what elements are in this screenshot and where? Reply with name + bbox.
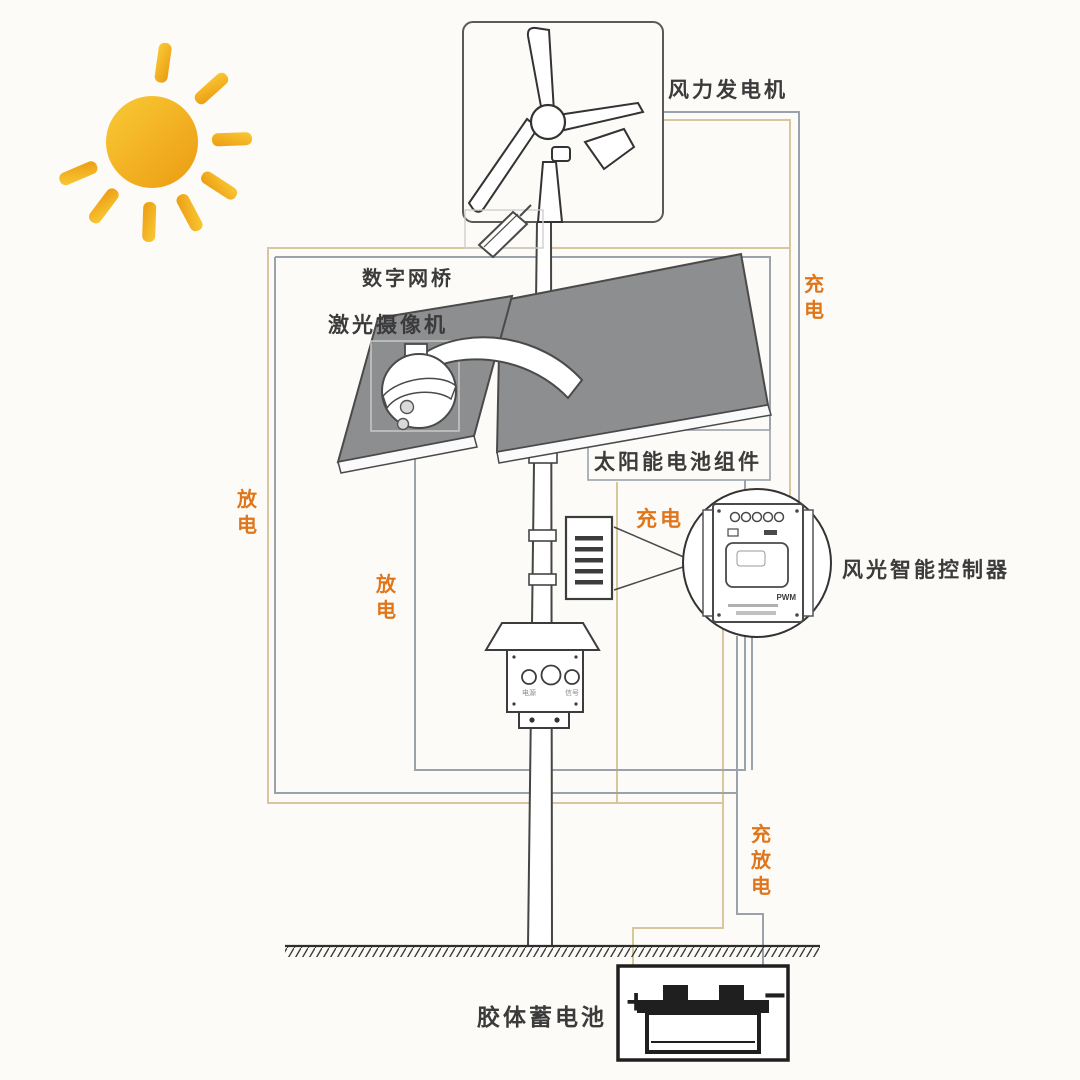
discharge-label-left: 放电 (237, 489, 257, 537)
battery-plus-mark: + (626, 983, 646, 1021)
charge-discharge-label: 充放电 (751, 824, 771, 898)
controller-terminals (729, 511, 785, 523)
dome-camera-icon (381, 343, 457, 431)
louvered-junction-box (564, 515, 614, 601)
controller-detail-circle: PWM (682, 488, 832, 638)
cabinet-port-right-label: 信号 (565, 688, 579, 697)
cabinet-port-left-label: 电源 (522, 688, 536, 697)
solar-panel-right (495, 252, 772, 464)
controller-fineprint (728, 604, 778, 607)
charge-label-right: 充电 (804, 274, 824, 322)
camera-frame (370, 340, 460, 432)
ground-line (285, 944, 820, 957)
charge-label-center: 充电 (636, 508, 684, 531)
digital-bridge-illustration (464, 204, 544, 259)
battery-minus-mark: − (764, 975, 786, 1017)
camera-arm (424, 336, 584, 400)
laser-camera-label: 激光摄像机 (328, 314, 448, 337)
gel-battery-label: 胶体蓄电池 (477, 1004, 607, 1030)
wind-turbine-illustration (467, 26, 645, 223)
discharge-label-center: 放电 (376, 574, 396, 622)
wind-generator-label: 风力发电机 (668, 79, 788, 102)
pole-cabinet: 电源 信号 (484, 622, 601, 729)
solar-module-label: 太阳能电池组件 (594, 451, 762, 474)
wire-discharge-gray (274, 111, 800, 972)
callout-lines (613, 526, 687, 591)
controller-fineprint (736, 611, 776, 615)
digital-bridge-label: 数字网桥 (362, 268, 454, 290)
controller-label: 风光智能控制器 (842, 559, 1010, 582)
controller-pwm-label: PWM (776, 593, 796, 602)
sun-icon (59, 42, 252, 242)
gel-battery-illustration: + − (616, 964, 790, 1062)
